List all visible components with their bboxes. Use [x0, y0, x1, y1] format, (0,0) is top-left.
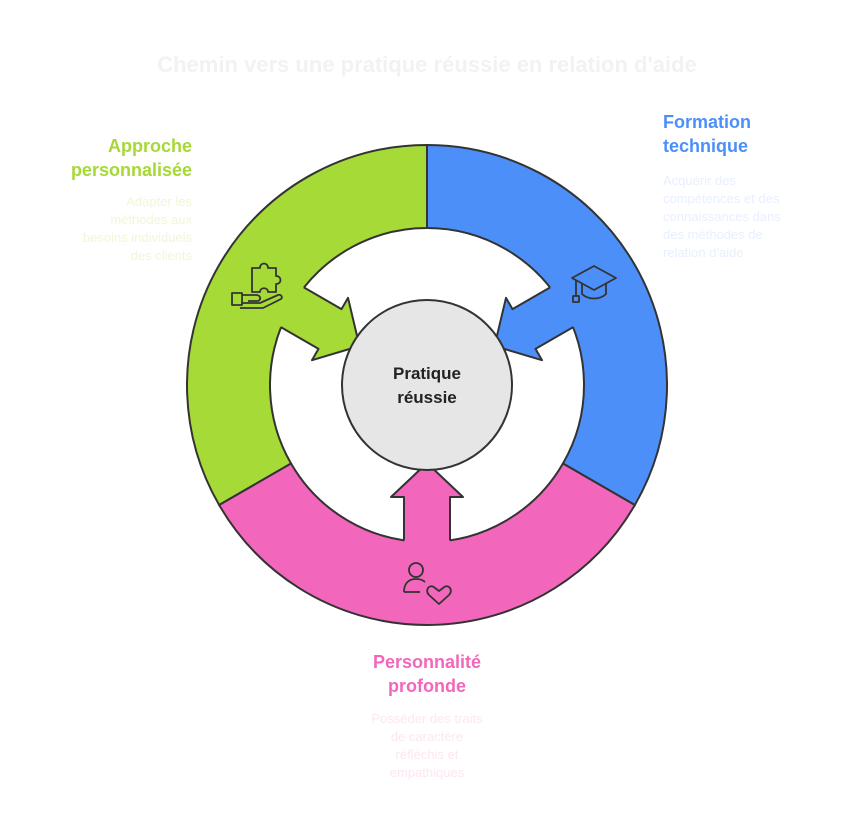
desc-line: réfléchis et — [395, 747, 459, 762]
diagram-title: Chemin vers une pratique réussie en rela… — [157, 52, 697, 77]
desc-line: empathiques — [389, 765, 465, 780]
desc-line: connaissances dans — [663, 209, 781, 224]
desc-line: Acquérir des — [663, 173, 736, 188]
puzzle-hand-icon — [231, 262, 283, 309]
formation-heading: Formation technique — [663, 110, 843, 158]
heading-line: Approche — [107, 136, 192, 156]
approche-description: Adapter les méthodes aux besoins individ… — [40, 193, 192, 265]
center-label-line2: réussie — [397, 388, 457, 407]
formation-description: Acquérir des compétences et des connaiss… — [663, 172, 843, 262]
heading-line: technique — [663, 136, 749, 156]
person-heart-icon — [403, 562, 452, 605]
heading-line: Formation — [663, 112, 751, 132]
desc-line: des méthodes de — [663, 227, 763, 242]
heading-line: personnalisée — [70, 160, 192, 180]
graduation-cap-icon — [571, 265, 617, 303]
desc-line: besoins individuels — [82, 230, 192, 245]
personnalite-arrow — [390, 462, 464, 550]
desc-line: de caractère — [390, 729, 464, 744]
center-label: Pratique réussie — [342, 362, 512, 410]
personnalite-description: Posséder des traits de caractère réfléch… — [327, 710, 527, 782]
personnalite-heading: Personnalité profonde — [327, 650, 527, 698]
desc-line: méthodes aux — [110, 212, 192, 227]
center-label-line1: Pratique — [392, 364, 462, 383]
desc-line: Adapter les — [126, 194, 192, 209]
heading-line: Personnalité — [372, 652, 482, 672]
approche-segment — [186, 143, 428, 507]
formation-segment — [426, 143, 668, 507]
heading-line: profonde — [388, 676, 466, 696]
center-circle — [341, 299, 513, 471]
desc-line: relation d'aide — [663, 245, 744, 260]
desc-line: compétences et des — [663, 191, 780, 206]
desc-line: Posséder des traits — [371, 711, 483, 726]
approche-heading: Approche personnalisée — [40, 134, 192, 182]
desc-line: des clients — [130, 248, 192, 263]
